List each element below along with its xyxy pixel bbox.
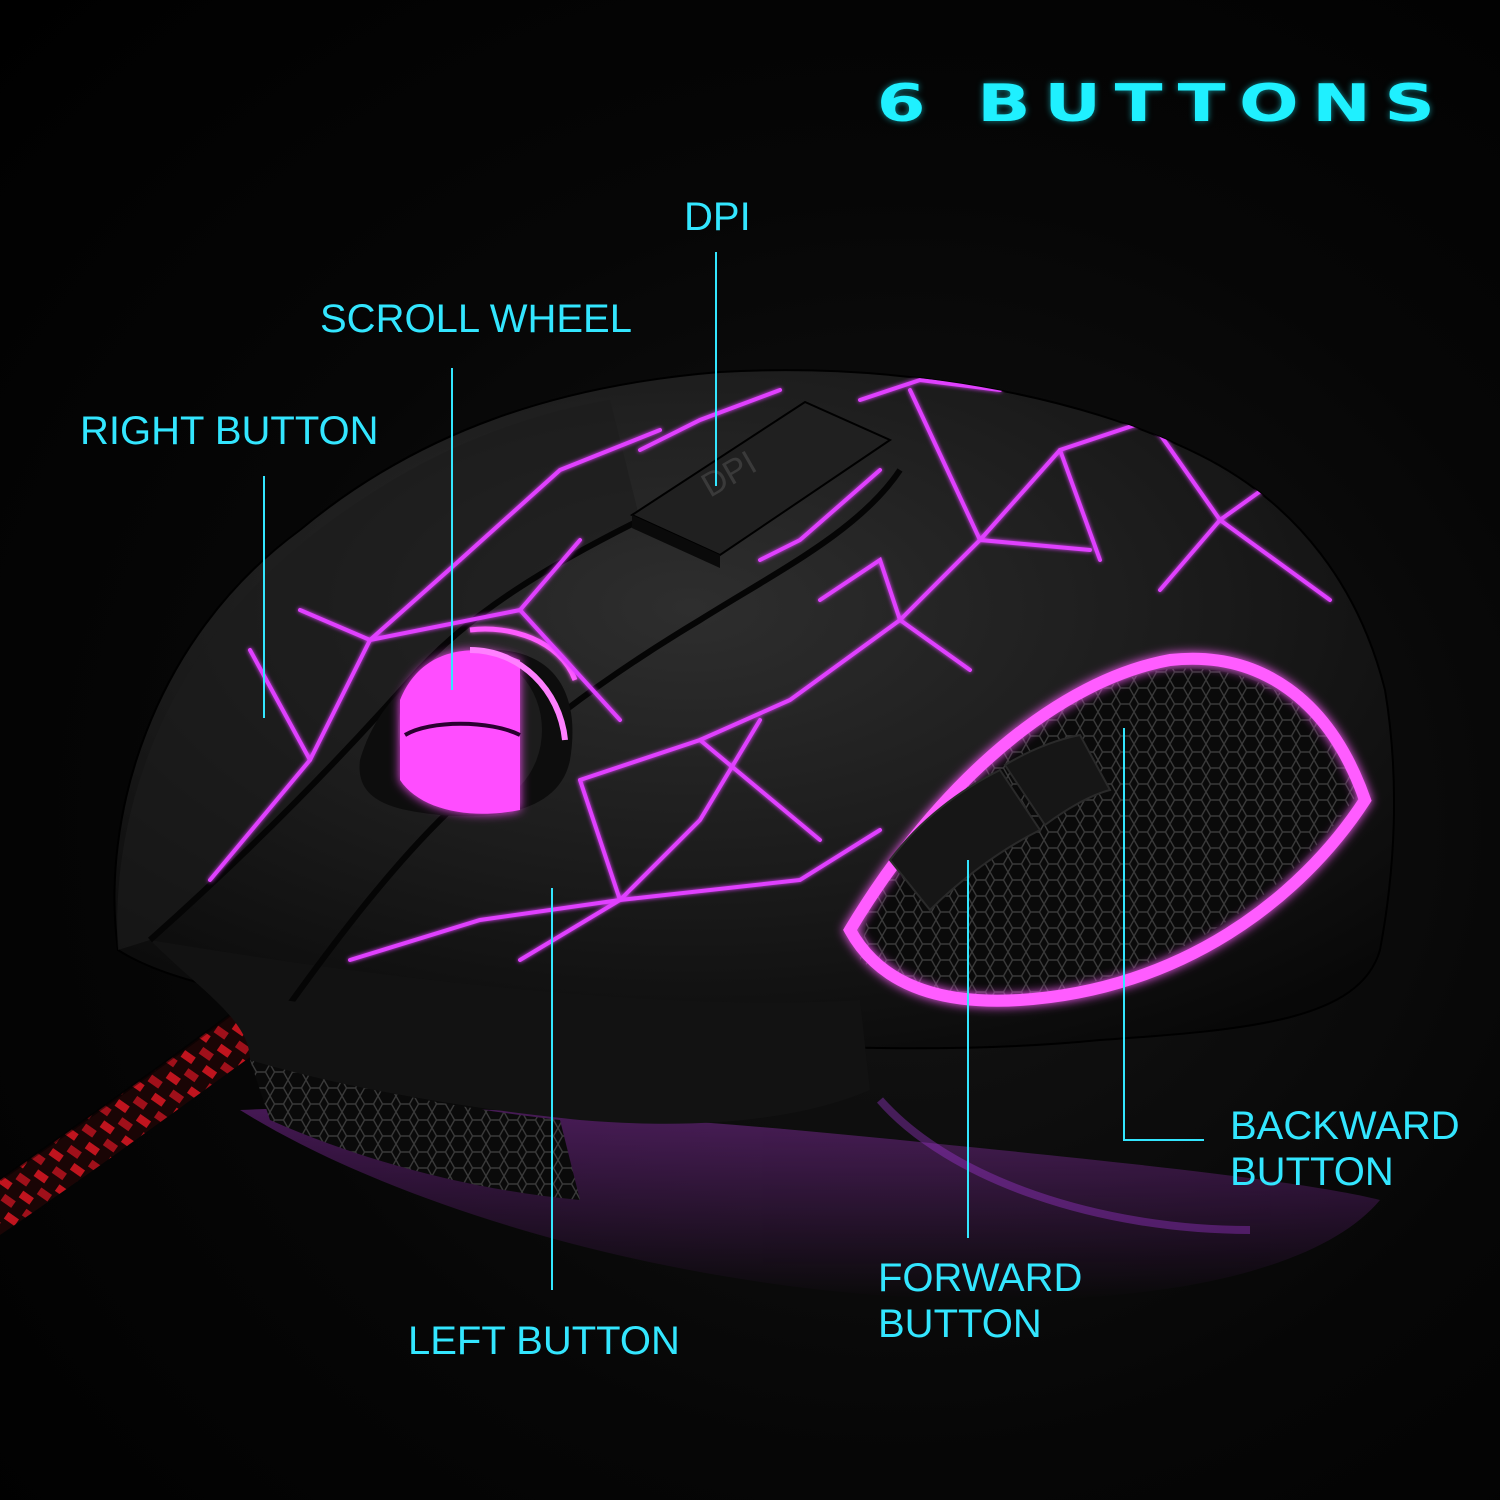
right-button-panel[interactable] <box>117 400 641 950</box>
dpi-button[interactable]: DPI <box>629 400 893 568</box>
braided-cable <box>0 1015 260 1235</box>
side-led-ring <box>843 652 1372 1007</box>
backward-button-label-line2: BUTTON <box>1230 1150 1394 1194</box>
forward-button-label: FORWARD BUTTON <box>878 1255 1082 1347</box>
dpi-label: DPI <box>684 195 751 239</box>
scroll-wheel-label: SCROLL WHEEL <box>320 297 632 341</box>
right-button-label: RIGHT BUTTON <box>80 409 379 453</box>
backward-button-callout-line <box>1123 728 1204 1141</box>
backward-button-label-line1: BACKWARD <box>1230 1104 1460 1148</box>
backward-button-label: BACKWARD BUTTON <box>1230 1103 1460 1195</box>
forward-side-button[interactable] <box>888 768 1042 912</box>
forward-button-label-line2: BUTTON <box>878 1302 1042 1346</box>
headline: 6 BUTTONS <box>876 74 1448 134</box>
front-grip-texture <box>250 1060 580 1200</box>
callout-lines <box>263 252 1204 1290</box>
forward-button-label-line1: FORWARD <box>878 1256 1083 1300</box>
scroll-wheel[interactable] <box>359 626 578 817</box>
backward-side-button[interactable] <box>1003 733 1112 827</box>
left-button-label: LEFT BUTTON <box>408 1319 680 1363</box>
side-grip-texture <box>860 668 1360 996</box>
